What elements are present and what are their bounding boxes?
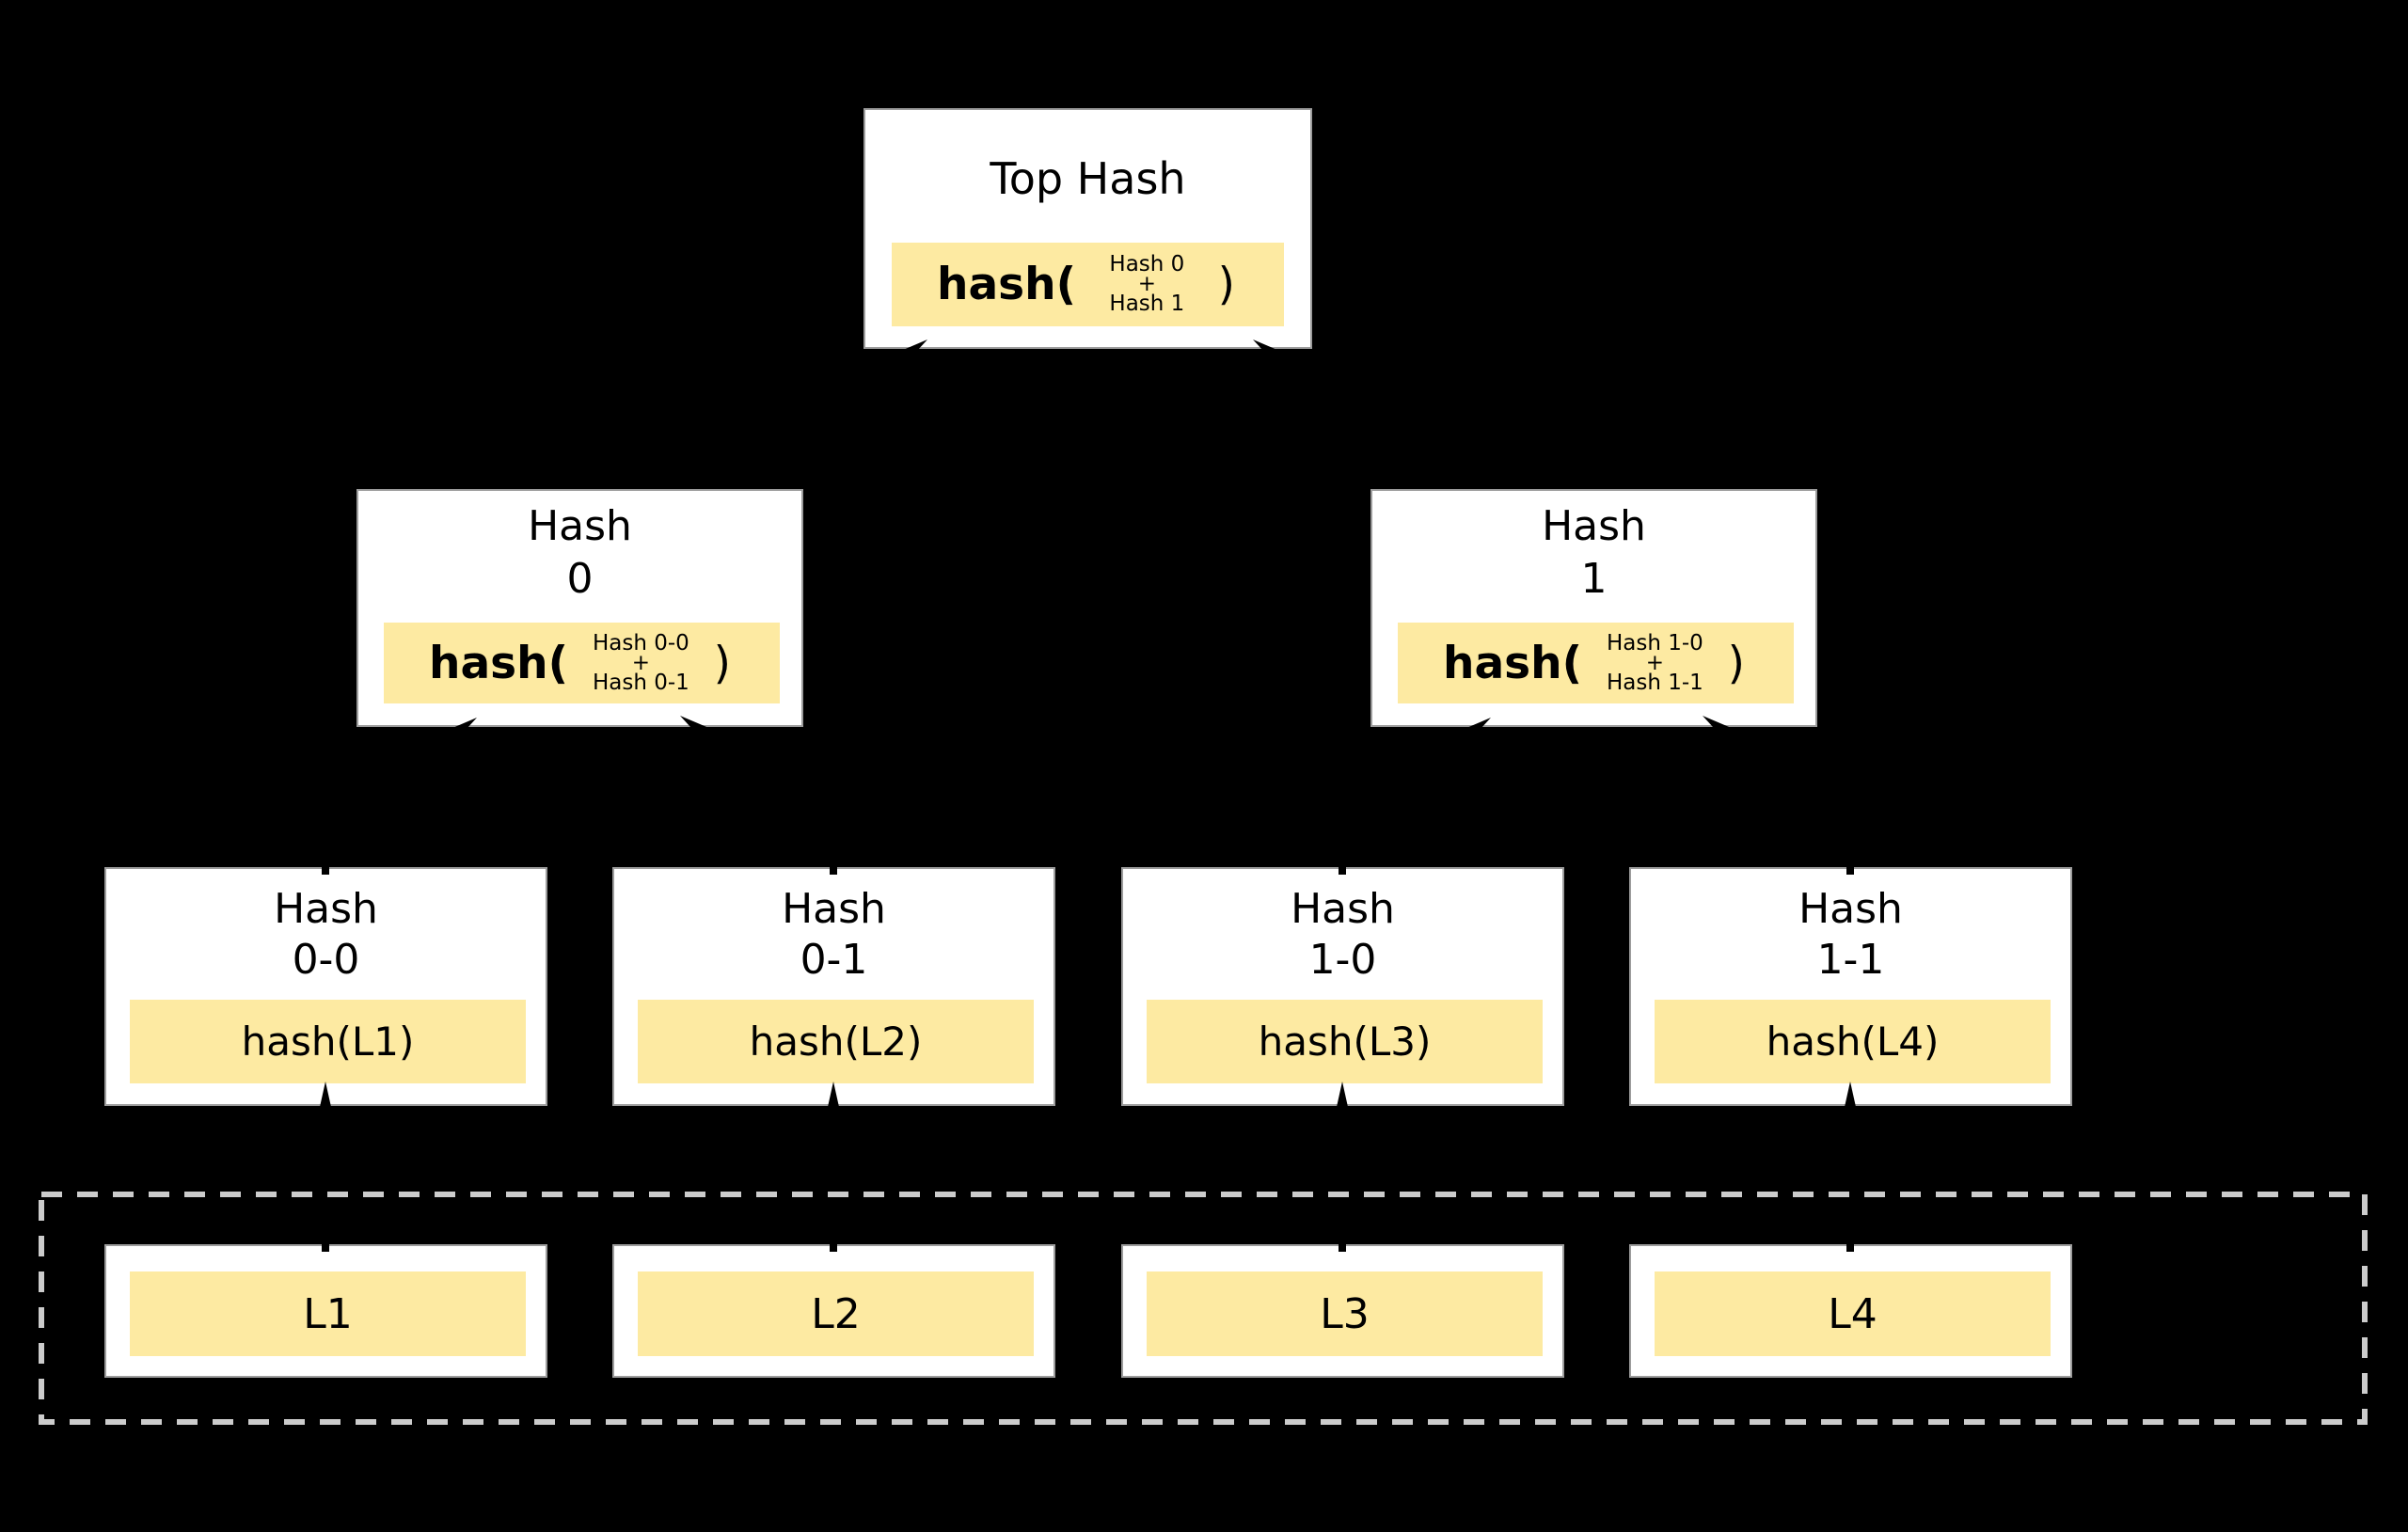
hash-0-0-title: Hash 0-0 [106, 869, 546, 986]
arrow-tail-tick [1339, 1237, 1346, 1252]
formula-suffix: ) [713, 637, 731, 689]
operand-bottom: Hash 1-1 [1606, 670, 1703, 695]
formula-operands: Hash 1-0 + Hash 1-1 [1582, 630, 1728, 695]
title-line1: Hash [1291, 885, 1395, 933]
formula-operands: Hash 0 + Hash 1 [1076, 252, 1218, 316]
operand-top: Hash 0 [1109, 252, 1185, 276]
top-hash-value-box: hash( Hash 0 + Hash 1 ) [892, 243, 1284, 326]
arrow-tail-tick [1846, 860, 1854, 875]
title-line1: Hash [1798, 885, 1903, 933]
title-line1: Hash [528, 502, 632, 550]
data-block-label: L4 [1828, 1289, 1877, 1338]
plus-operator: + [631, 650, 651, 675]
hash-0-1-title: Hash 0-1 [614, 869, 1054, 986]
hash-1-0-node: Hash 1-0 hash(L3) [1121, 867, 1564, 1106]
hash-0-node: Hash 0 hash( Hash 0-0 + Hash 0-1 ) [356, 489, 803, 727]
data-block-label: L3 [1320, 1289, 1370, 1338]
operand-bottom: Hash 1 [1109, 292, 1185, 316]
hash-1-title: Hash 1 [1372, 491, 1815, 606]
formula-prefix: hash( [1443, 637, 1583, 689]
data-block-l4: L4 [1629, 1244, 2072, 1378]
title-line2: 0-0 [292, 936, 360, 984]
operand-bottom: Hash 0-1 [592, 670, 689, 695]
data-block-l2: L2 [612, 1244, 1055, 1378]
data-block-l3-fill: L3 [1147, 1271, 1543, 1356]
operand-top: Hash 1-0 [1606, 630, 1703, 655]
hash-0-formula: hash( Hash 0-0 + Hash 0-1 ) [384, 623, 780, 703]
hash-1-1-value-box: hash(L4) [1655, 1000, 2051, 1083]
hash-1-0-title: Hash 1-0 [1123, 869, 1562, 986]
top-hash-title: Top Hash [990, 153, 1186, 204]
formula-suffix: ) [1727, 637, 1745, 689]
arrow-tail-tick [830, 860, 837, 875]
leaf-hash-value: hash(L4) [1766, 1019, 1940, 1065]
title-line2: 0-1 [800, 936, 868, 984]
title-line1: Hash [274, 885, 378, 933]
top-hash-formula: hash( Hash 0 + Hash 1 ) [892, 243, 1284, 326]
hash-1-1-node: Hash 1-1 hash(L4) [1629, 867, 2072, 1106]
title-line2: 1 [1580, 555, 1608, 603]
leaf-hash-value: hash(L2) [749, 1019, 923, 1065]
data-block-l1-fill: L1 [130, 1271, 526, 1356]
title-line1: Hash [782, 885, 886, 933]
hash-1-value-box: hash( Hash 1-0 + Hash 1-1 ) [1398, 623, 1794, 703]
formula-suffix: ) [1217, 259, 1235, 310]
formula-prefix: hash( [429, 637, 569, 689]
data-block-l2-fill: L2 [638, 1271, 1034, 1356]
data-block-label: L2 [811, 1289, 861, 1338]
title-line1: Hash [1542, 502, 1646, 550]
formula-prefix: hash( [937, 259, 1077, 310]
title-line2: 0 [566, 555, 594, 603]
hash-0-1-value-box: hash(L2) [638, 1000, 1034, 1083]
title-line2: 1-1 [1816, 936, 1885, 984]
data-block-l4-fill: L4 [1655, 1271, 2051, 1356]
arrow-tail-tick [830, 1237, 837, 1252]
operand-top: Hash 0-0 [592, 630, 689, 655]
formula-operands: Hash 0-0 + Hash 0-1 [568, 630, 714, 695]
hash-0-0-value-box: hash(L1) [130, 1000, 526, 1083]
arrow-tail-tick [1846, 1237, 1854, 1252]
title-line2: 1-0 [1308, 936, 1377, 984]
arrow-tail-tick [1339, 860, 1346, 875]
leaf-hash-value: hash(L3) [1258, 1019, 1432, 1065]
hash-1-1-title: Hash 1-1 [1631, 869, 2070, 986]
data-block-label: L1 [303, 1289, 353, 1338]
data-block-l1: L1 [104, 1244, 547, 1378]
hash-0-value-box: hash( Hash 0-0 + Hash 0-1 ) [384, 623, 780, 703]
data-block-l3: L3 [1121, 1244, 1564, 1378]
hash-1-node: Hash 1 hash( Hash 1-0 + Hash 1-1 ) [1370, 489, 1817, 727]
hash-1-formula: hash( Hash 1-0 + Hash 1-1 ) [1398, 623, 1794, 703]
top-hash-node: Top Hash hash( Hash 0 + Hash 1 ) [863, 108, 1312, 349]
plus-operator: + [1137, 272, 1157, 296]
hash-1-0-value-box: hash(L3) [1147, 1000, 1543, 1083]
hash-0-title: Hash 0 [358, 491, 801, 606]
hash-0-0-node: Hash 0-0 hash(L1) [104, 867, 547, 1106]
arrow-tail-tick [322, 1237, 329, 1252]
arrow-tail-tick [322, 860, 329, 875]
hash-0-1-node: Hash 0-1 hash(L2) [612, 867, 1055, 1106]
leaf-hash-value: hash(L1) [241, 1019, 415, 1065]
data-blocks-dashed-outline [39, 1192, 2368, 1425]
plus-operator: + [1645, 650, 1665, 675]
